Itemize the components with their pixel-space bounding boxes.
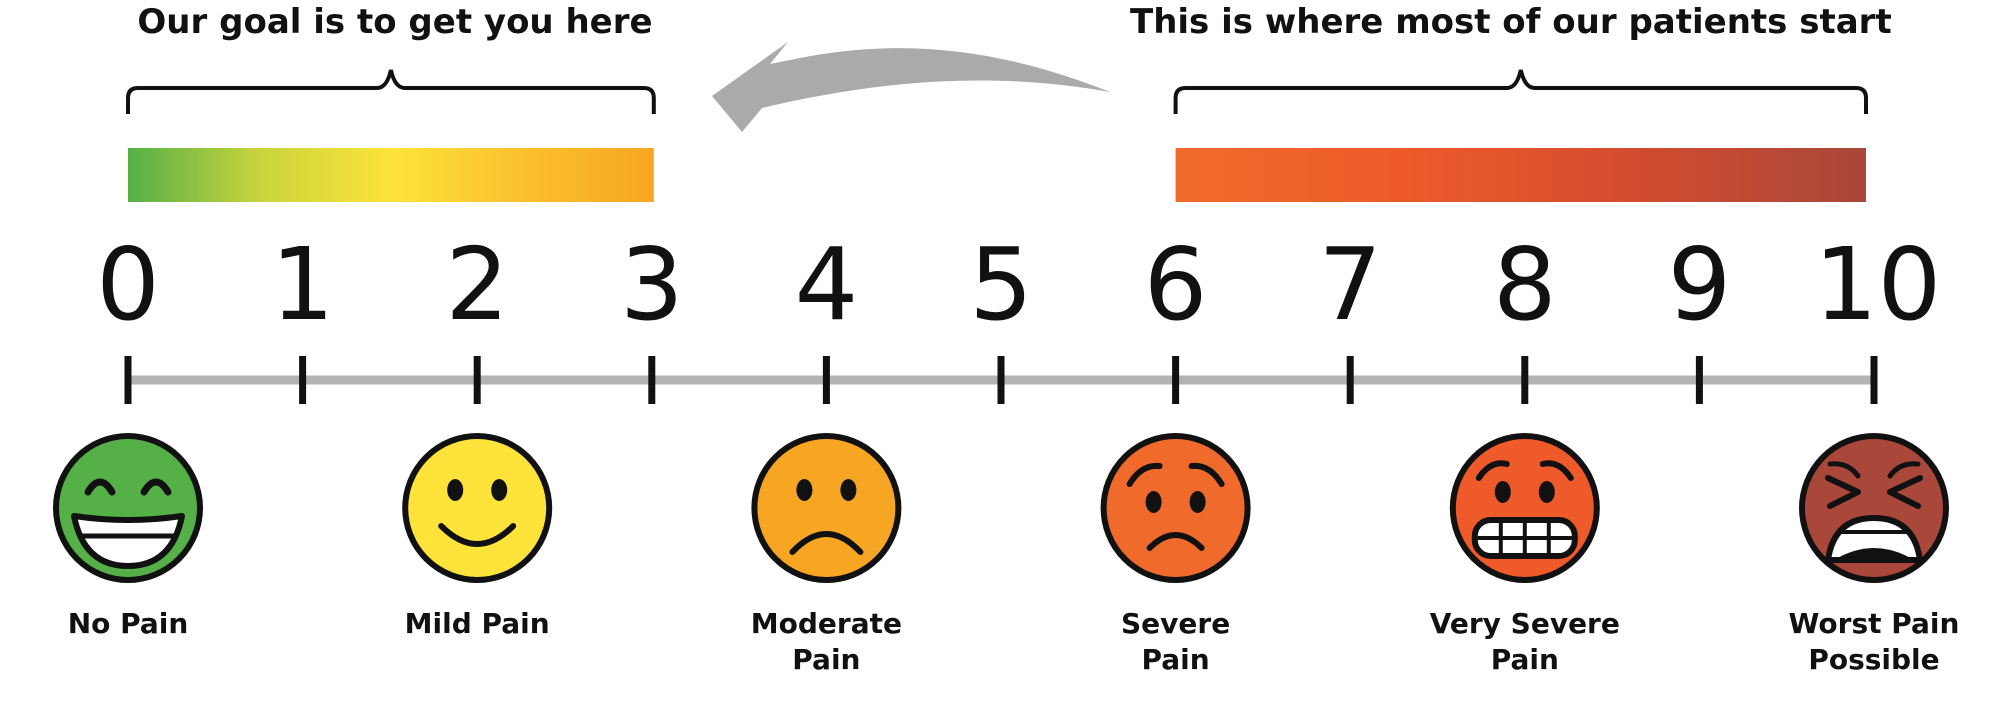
start-range-bracket [1173,69,1868,114]
face-label: Mild Pain [357,606,597,642]
scale-number: 9 [1667,226,1732,343]
face-label-line: Worst Pain [1788,607,1960,640]
scale-number: 7 [1318,226,1382,343]
frowning-face-icon [751,433,902,583]
scale-number: 6 [1143,226,1208,343]
scale-number: 5 [969,226,1033,343]
scale-number: 8 [1492,226,1557,343]
grinning-face-icon [53,433,203,583]
scale-number: 4 [794,226,859,343]
scale-number: 2 [445,226,509,343]
scale-number: 10 [1814,226,1942,343]
face-label-line: Pain [1141,643,1210,676]
face-label-line: Pain [1490,643,1559,676]
grimacing-face-icon [1449,433,1600,583]
face-label-line: No Pain [67,607,189,640]
scale-number: 0 [96,226,160,343]
face-label-line: Moderate [750,607,902,640]
worried-face-icon [1100,433,1251,583]
face-label: No Pain [8,606,248,642]
goal-heading: Our goal is to get you here [137,2,653,42]
back-arrow-icon [712,42,1110,132]
face-label-line: Severe [1120,607,1231,640]
face-label-line: Pain [792,643,861,676]
start-range-bar [1175,148,1866,202]
goal-range-bar [128,148,654,202]
face-label-line: Very Severe [1429,607,1620,640]
anguished-face-icon [1799,433,1949,583]
scale-number: 1 [270,226,335,343]
face-label-line: Mild Pain [404,607,550,640]
face-label-line: Possible [1808,643,1940,676]
goal-range-bracket [126,69,656,114]
start-heading: This is where most of our patients start [1130,2,1892,42]
scale-number: 3 [619,226,684,343]
smiling-face-icon [402,433,553,583]
